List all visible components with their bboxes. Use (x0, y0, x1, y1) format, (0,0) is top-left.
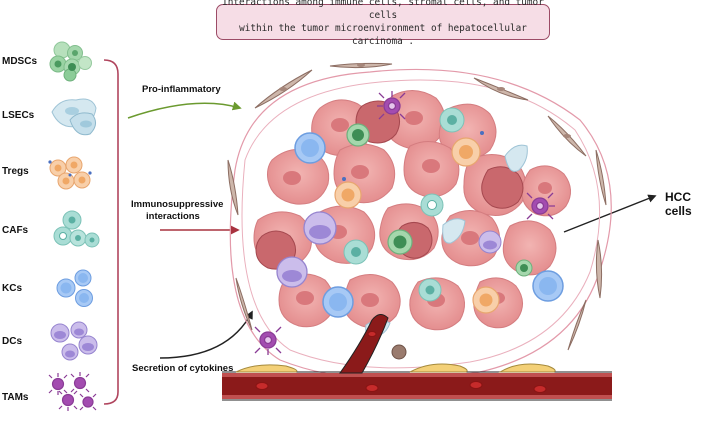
label-pro-inflammatory: Pro-inflammatory (142, 84, 221, 95)
caf-icon (343, 107, 465, 302)
tam-icon (254, 91, 555, 355)
blood-vessel (222, 314, 612, 401)
label-hcc-cells: HCC cells (665, 190, 692, 218)
treg-icon (334, 131, 500, 314)
figure-title: Interactions among immune cells, stromal… (216, 0, 550, 47)
lsec-cluster-icon (51, 98, 97, 136)
pro-inflammatory-arrow (127, 101, 242, 119)
fibroblast-icon (227, 62, 607, 351)
dc-cluster-icon (50, 321, 98, 361)
label-cafs: CAFs (2, 225, 29, 236)
hcc-outcome-arrow (563, 194, 657, 233)
mdsc-cluster-icon (49, 41, 92, 82)
label-interactions: interactions (146, 211, 200, 222)
label-dcs: DCs (2, 336, 23, 347)
label-tregs: Tregs (2, 166, 29, 177)
label-kcs: KCs (2, 283, 23, 294)
cytokine-arrow (159, 310, 253, 359)
dendritic-cell-icon (276, 211, 502, 288)
kc-cluster-icon (56, 269, 93, 307)
label-immunosuppressive: Immunosuppressive (131, 199, 224, 210)
treg-cluster-icon (48, 156, 92, 190)
label-tams: TAMs (2, 392, 29, 403)
mdsc-icon (346, 123, 533, 277)
label-cytokine-secretion: Secretion of cytokines (132, 363, 234, 374)
label-lsecs: LSECs (2, 110, 35, 121)
caf-cluster-icon (53, 210, 100, 248)
label-mdscs: MDSCs (2, 56, 38, 67)
cell-types-bracket (103, 59, 119, 405)
figure-title-line1: Interactions among immune cells, stromal… (222, 0, 544, 21)
kupffer-cell-icon (294, 132, 564, 318)
figure-title-line2: within the tumor microenvironment of hep… (239, 23, 527, 47)
tumor-mass (229, 68, 612, 381)
tam-cluster-icon (48, 372, 97, 411)
